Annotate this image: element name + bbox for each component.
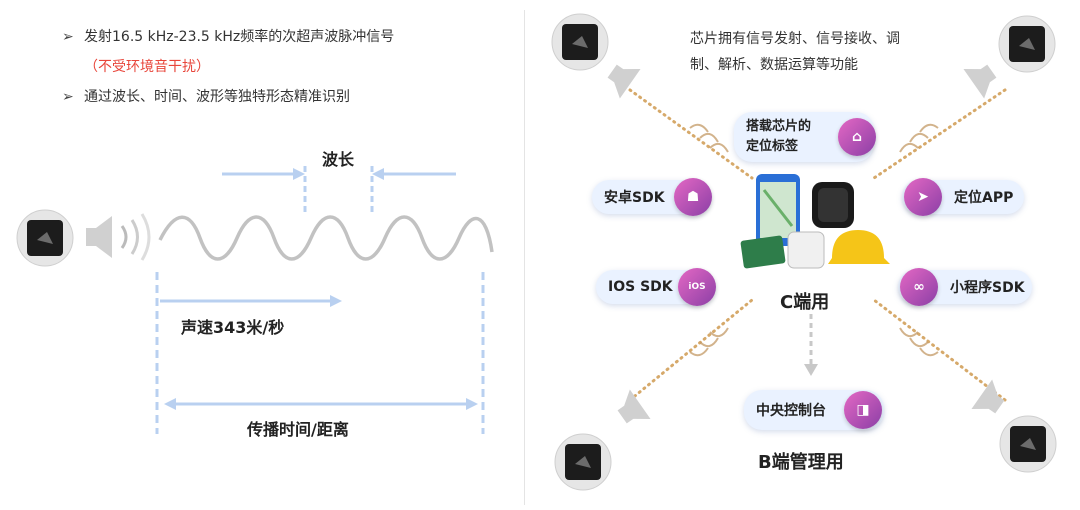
chip-bottom-right-icon <box>999 415 1057 473</box>
c-end-label: C端用 <box>780 292 830 313</box>
bullet-frequency: ➢ 发射16.5 kHz-23.5 kHz频率的次超声波脉冲信号 <box>62 26 394 46</box>
ios-icon: iOS <box>678 268 716 306</box>
ios-badge-text: iOS <box>688 282 706 292</box>
devices-cluster-icon <box>740 174 890 269</box>
chip-top-right-icon <box>998 15 1056 73</box>
signal-trails <box>628 88 1007 402</box>
down-arrow <box>804 314 818 376</box>
bullet-note: （不受环境音干扰） <box>84 59 210 75</box>
tag-pill[interactable]: 搭载芯片的 定位标签 ⌂ <box>734 112 876 162</box>
chip-description-line1: 芯片拥有信号发射、信号接收、调 <box>690 31 900 47</box>
console-label: 中央控制台 <box>756 403 826 419</box>
panel-divider <box>524 10 525 505</box>
locate-app-label: 定位APP <box>954 190 1014 206</box>
bullet-arrow-icon: ➢ <box>62 29 74 45</box>
chip-description-line2: 制、解析、数据运算等功能 <box>690 57 858 73</box>
distance-label: 传播时间/距离 <box>247 420 349 439</box>
speaker-bottom-left-icon <box>617 389 651 424</box>
left-chip-icon <box>16 209 74 267</box>
signal-network-diagram <box>551 13 1057 491</box>
tag-label-line1: 搭载芯片的 <box>746 119 812 134</box>
ios-sdk-label: IOS SDK <box>608 279 673 295</box>
console-icon: ◨ <box>844 391 882 429</box>
sine-wave <box>158 215 494 261</box>
chip-bottom-left-icon <box>554 433 612 491</box>
android-sdk-pill[interactable]: 安卓SDK ☗ <box>592 178 712 216</box>
wavelength-label: 波长 <box>322 150 355 169</box>
mini-program-sdk-pill[interactable]: ∞ 小程序SDK <box>898 268 1032 306</box>
locate-app-pill[interactable]: ➤ 定位APP <box>902 178 1024 216</box>
speaker-top-left-icon <box>607 64 641 99</box>
android-sdk-label: 安卓SDK <box>604 190 665 206</box>
mini-program-icon: ∞ <box>900 268 938 306</box>
mini-program-sdk-label: 小程序SDK <box>950 280 1025 296</box>
distance-guides <box>155 272 485 434</box>
tag-icon: ⌂ <box>838 118 876 156</box>
tag-pill-label: 搭载芯片的 定位标签 <box>746 117 811 157</box>
speaker-bottom-right-icon <box>971 379 1005 414</box>
bullet-arrow-icon: ➢ <box>62 89 74 105</box>
speed-label: 声速343米/秒 <box>181 318 285 337</box>
bullet-recognition-text: 通过波长、时间、波形等独特形态精准识别 <box>84 89 350 105</box>
bullet-recognition: ➢ 通过波长、时间、波形等独特形态精准识别 <box>62 86 350 106</box>
android-icon: ☗ <box>674 178 712 216</box>
ios-sdk-pill[interactable]: IOS SDK iOS <box>596 268 716 306</box>
speaker-top-right-icon <box>963 64 997 99</box>
location-arrow-icon: ➤ <box>904 178 942 216</box>
console-pill[interactable]: 中央控制台 ◨ <box>744 390 884 430</box>
chip-top-left-icon <box>551 13 609 71</box>
tag-label-line2: 定位标签 <box>746 139 799 154</box>
wavelength-markers <box>222 166 456 216</box>
b-end-label: B端管理用 <box>758 452 844 473</box>
wave-diagram <box>16 166 494 434</box>
bullet-frequency-text: 发射16.5 kHz-23.5 kHz频率的次超声波脉冲信号 <box>84 29 395 45</box>
left-speaker-icon <box>86 213 151 261</box>
chip-description: 芯片拥有信号发射、信号接收、调 制、解析、数据运算等功能 <box>690 26 900 78</box>
